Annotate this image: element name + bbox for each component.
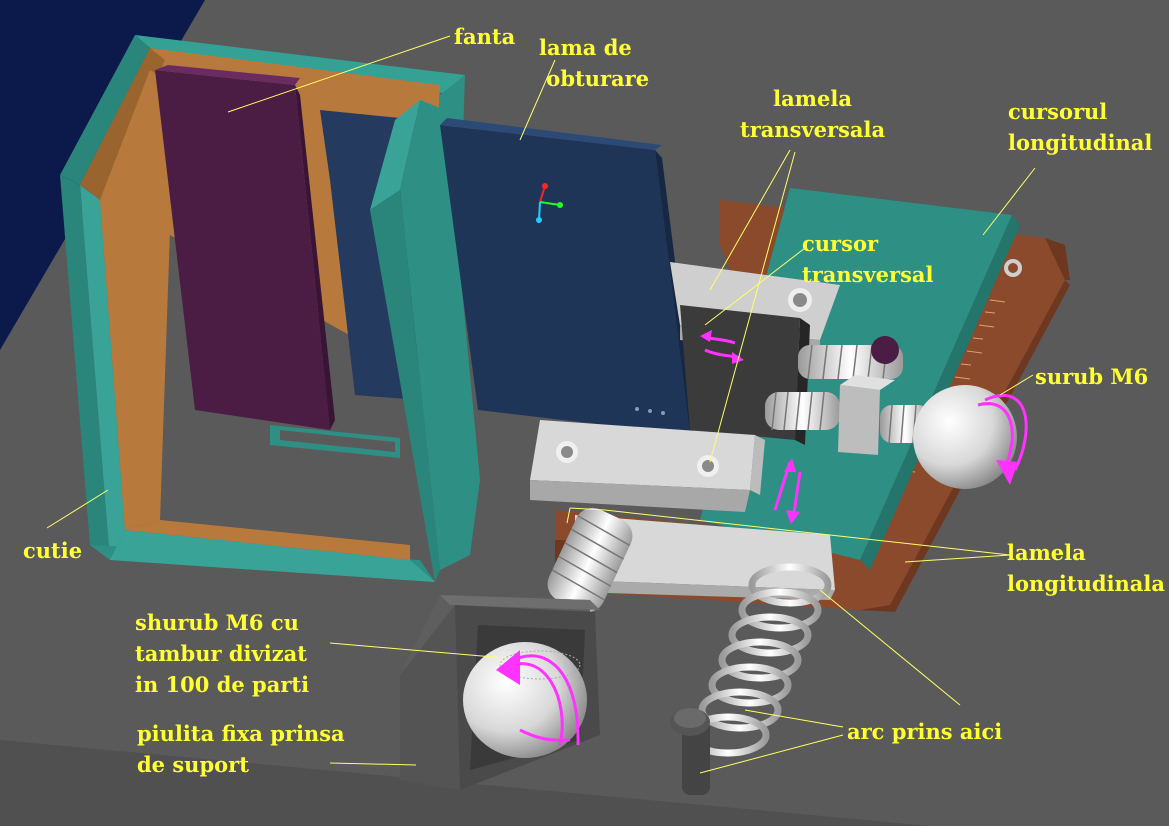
coordinate-axes-icon (536, 183, 563, 223)
label-shurub-tambur: shurub M6 cu tambur divizat in 100 de pa… (135, 610, 310, 697)
label-cutie: cutie (23, 538, 83, 563)
slit-block-fanta (155, 65, 335, 430)
drum-screw-shaft (547, 507, 633, 613)
label-lamela-longitudinala: lamela longitudinala (1007, 540, 1166, 596)
label-cursorul-longitudinal: cursorul longitudinal (1008, 99, 1153, 155)
label-arc-prins-aici: arc prins aici (847, 719, 1003, 744)
long-spring-arc (686, 563, 832, 757)
leader-lines (46, 35, 1036, 774)
box-front-wall (370, 100, 480, 582)
drum-knob (463, 642, 587, 758)
label-lama-de-obturare: lama de obturare (539, 35, 650, 91)
label-fanta: fanta (454, 24, 516, 49)
spring-anchor-pin (670, 708, 710, 795)
shutter-blade (440, 118, 696, 435)
spring-pin (871, 336, 899, 364)
label-surub-m6: surub M6 (1035, 364, 1149, 389)
screw-m6-right (765, 375, 930, 455)
label-lamela-transversala: lamela transversala (740, 86, 886, 142)
screw-m6-knob-right (913, 385, 1017, 489)
label-piulita-fixa: piulita fixa prinsa de suport (137, 721, 345, 777)
transverse-cursor-bar (530, 420, 765, 512)
motion-arrowheads (496, 330, 1018, 685)
label-cursor-transversal: cursor transversal (802, 231, 934, 287)
